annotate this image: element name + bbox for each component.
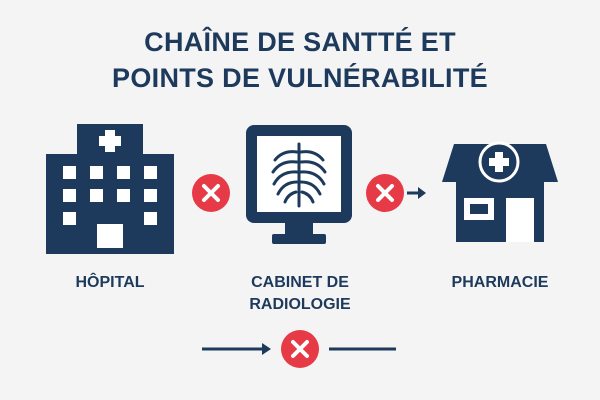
- x-mark-icon: [281, 330, 319, 368]
- x-mark-icon: [366, 174, 404, 212]
- node-label-hopital: HÔPITAL: [40, 272, 180, 294]
- x-mark-icon: [192, 174, 230, 212]
- node-label-radiologie: CABINET DE RADIOLOGIE: [220, 272, 380, 316]
- label-line: HÔPITAL: [75, 274, 145, 291]
- label-line: PHARMACIE: [451, 274, 549, 291]
- title-line-2: POINTS DE VULNÉRABILITÉ: [112, 63, 488, 93]
- diagram-title: CHAÎNE DE SANTTÉ ET POINTS DE VULNÉRABIL…: [0, 24, 600, 96]
- label-line: RADIOLOGIE: [249, 296, 351, 313]
- title-line-1: CHAÎNE DE SANTTÉ ET: [144, 27, 456, 57]
- label-line: CABINET DE: [251, 274, 349, 291]
- node-label-pharmacie: PHARMACIE: [420, 272, 580, 294]
